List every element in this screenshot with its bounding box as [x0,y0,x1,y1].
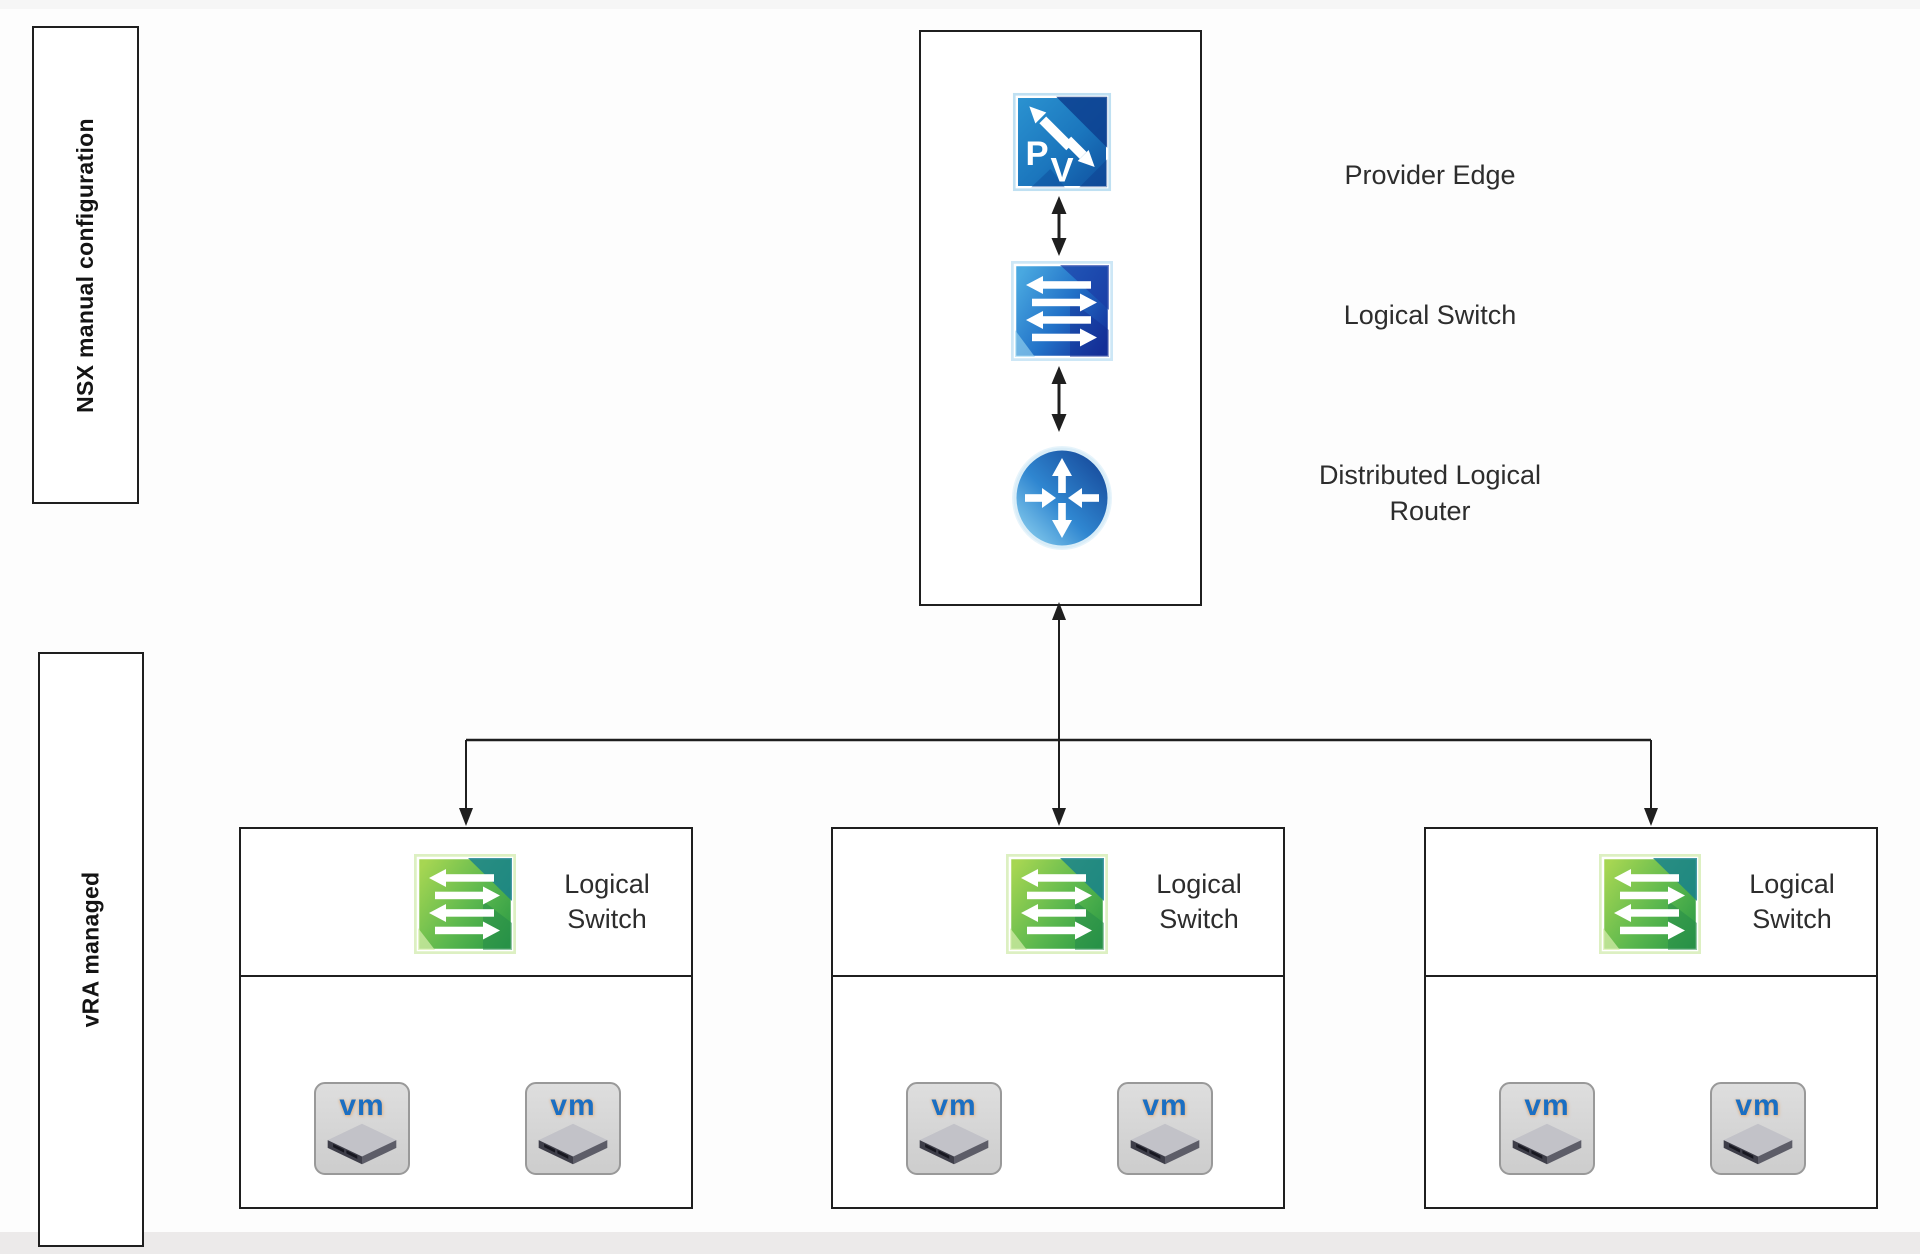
distributed-logical-router-label: Distributed Logical Router [1318,460,1542,526]
vm-icon: vm [1710,1082,1806,1175]
logical-switch-box-3: Logical Switch vm vm [1424,827,1878,1209]
svg-text:V: V [1050,151,1073,189]
nsx-stack-box: P V [919,30,1202,606]
vm-icon: vm [314,1082,410,1175]
server-icon [1723,1123,1793,1165]
logical-switch-box-1: Logical Switch vm vm [239,827,693,1209]
provider-edge-icon: P V [1012,92,1112,192]
switch-box-title: Logical Switch [1156,869,1242,934]
logical-switch-green-icon [414,854,516,954]
distributed-logical-router-icon [1012,446,1112,550]
switch-box-header: Logical Switch [833,829,1283,977]
vm-icon: vm [1117,1082,1213,1175]
vm-label: vm [1524,1089,1570,1122]
vm-label: vm [1735,1089,1781,1122]
lane-nsx-label: NSX manual configuration [72,117,99,413]
server-icon [538,1123,608,1165]
vm-label: vm [1142,1089,1188,1122]
logical-switch-green-icon [1006,854,1108,954]
server-icon [1512,1123,1582,1165]
vm-label: vm [931,1089,977,1122]
vm-label: vm [339,1089,385,1122]
switch-box-title: Logical Switch [1749,869,1835,934]
lane-nsx-manual-configuration: NSX manual configuration [32,26,139,504]
server-icon [919,1123,989,1165]
vm-icon: vm [1499,1082,1595,1175]
server-icon [1130,1123,1200,1165]
top-edge-strip [0,0,1920,9]
logical-switch-box-2: Logical Switch vm vm [831,827,1285,1209]
switch-box-header: Logical Switch [241,829,691,977]
server-icon [327,1123,397,1165]
lane-vra-managed: vRA managed [38,652,144,1247]
provider-edge-label: Provider Edge [1344,160,1516,190]
logical-switch-label: Logical Switch [1343,300,1517,330]
lane-vra-label: vRA managed [77,871,104,1028]
switch-box-header: Logical Switch [1426,829,1876,977]
vm-icon: vm [906,1082,1002,1175]
vm-icon: vm [525,1082,621,1175]
arrow-dlr-to-switches [459,602,1658,826]
logical-switch-blue-icon [1011,261,1113,361]
logical-switch-green-icon [1599,854,1701,954]
svg-text:P: P [1025,135,1048,173]
switch-box-title: Logical Switch [564,869,650,934]
vm-label: vm [550,1089,596,1122]
bottom-edge-strip [0,1232,1920,1254]
